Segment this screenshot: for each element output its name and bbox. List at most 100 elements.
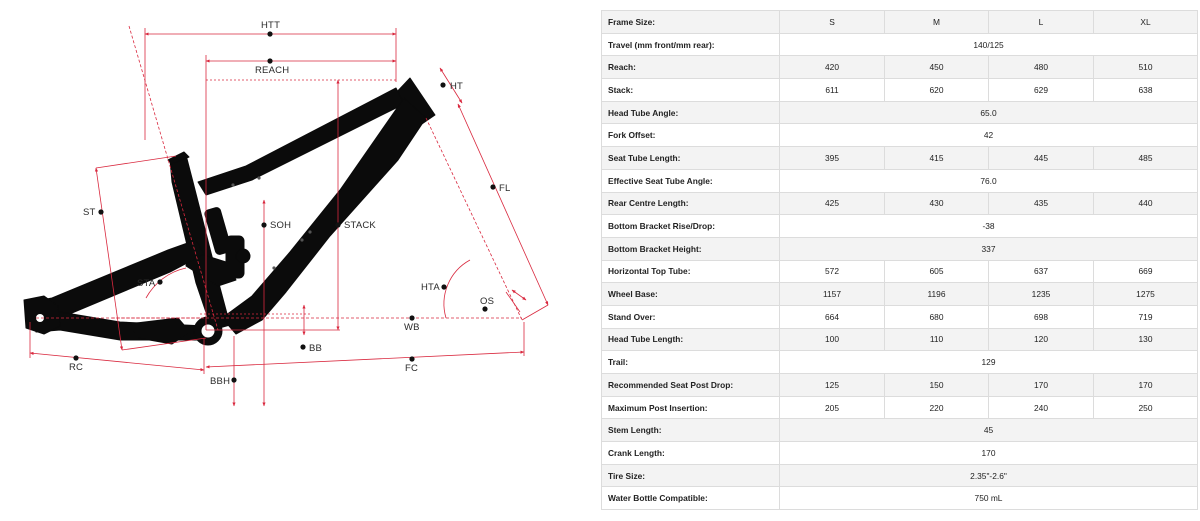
row-value-xl: 440 [1093,191,1198,216]
row-value-all-sizes: -38 [779,214,1198,238]
st-line [94,167,124,351]
row-value-all-sizes: 65.0 [779,100,1198,125]
row-label: Stem Length: [601,418,780,443]
row-value-m: 450 [884,55,989,80]
row-label: Fork Offset: [601,123,780,148]
label-stack: STACK [344,220,376,231]
row-value-m: 110 [884,327,989,352]
row-value-xl: 638 [1093,78,1198,102]
hta-arc [443,259,471,319]
size-m: M [884,10,989,34]
row-value-l: 435 [988,191,1094,216]
table-row: Fork Offset:42 [601,123,1198,148]
row-value-all-sizes: 45 [779,418,1198,443]
row-value-s: 205 [779,395,885,420]
rear-shock [204,207,232,255]
row-value-xl: 485 [1093,146,1198,170]
row-value-s: 1157 [779,282,885,306]
rc-line [29,351,205,372]
dimension-lines [29,25,549,407]
label-os: OS [480,296,494,307]
row-value-xl: 170 [1093,373,1198,397]
row-label: Head Tube Length: [601,327,780,352]
row-value-l: 120 [988,327,1094,352]
row-value-all-sizes: 2.35"-2.6" [779,463,1198,488]
ht-line [439,67,463,104]
row-value-s: 611 [779,78,885,102]
row-value-l: 637 [988,259,1094,284]
row-value-all-sizes: 750 mL [779,486,1198,511]
frame-geometry-diagram: HTT REACH HT FL ST SOH STACK STA HTA OS … [23,20,549,407]
row-value-m: 1196 [884,282,989,306]
table-row: Tire Size:2.35"-2.6" [601,463,1198,488]
label-soh: SOH [270,220,291,231]
down-tube [221,97,427,335]
label-bbh: BBH [210,376,230,387]
row-label: Effective Seat Tube Angle: [601,168,780,193]
row-value-l: 698 [988,304,1094,329]
row-label: Bottom Bracket Rise/Drop: [601,214,780,238]
row-label: Water Bottle Compatible: [601,486,780,511]
row-value-l: 240 [988,395,1094,420]
row-value-l: 445 [988,146,1094,170]
bike-frame [23,77,436,346]
row-value-s: 395 [779,146,885,170]
table-row: Effective Seat Tube Angle:76.0 [601,168,1198,193]
row-label: Stand Over: [601,304,780,329]
row-label: Bottom Bracket Height: [601,236,780,261]
label-sta: STA [137,278,156,289]
row-label: Head Tube Angle: [601,100,780,125]
label-hta: HTA [421,282,440,293]
sta-arc [145,267,187,299]
row-value-s: 572 [779,259,885,284]
table-row: Travel (mm front/mm rear):140/125 [601,32,1198,57]
fc-line [205,350,525,369]
row-label: Stack: [601,78,780,102]
table-row: Head Tube Angle:65.0 [601,100,1198,125]
geometry-table: Frame Size: S M L XL Travel (mm front/mm… [601,10,1198,511]
row-label: Travel (mm front/mm rear): [601,32,780,57]
table-row: Water Bottle Compatible:750 mL [601,486,1198,511]
row-label: Maximum Post Insertion: [601,395,780,420]
row-value-m: 415 [884,146,989,170]
row-value-all-sizes: 42 [779,123,1198,148]
row-value-s: 420 [779,55,885,80]
row-label: Tire Size: [601,463,780,488]
row-value-xl: 1275 [1093,282,1198,306]
size-s: S [779,10,885,34]
frame-size-label: Frame Size: [601,10,780,34]
row-label: Recommended Seat Post Drop: [601,373,780,397]
row-value-all-sizes: 140/125 [779,32,1198,57]
table-header-row: Frame Size: S M L XL [601,10,1198,34]
label-fc: FC [405,363,418,374]
row-value-m: 605 [884,259,989,284]
row-value-m: 680 [884,304,989,329]
seat-collar [167,151,190,165]
label-markers [73,31,496,383]
row-label: Crank Length: [601,441,780,465]
label-wb: WB [404,322,420,333]
row-value-m: 620 [884,78,989,102]
row-value-xl: 719 [1093,304,1198,329]
label-rc: RC [69,362,83,373]
row-label: Wheel Base: [601,282,780,306]
table-row: Stem Length:45 [601,418,1198,443]
row-value-s: 425 [779,191,885,216]
row-value-l: 480 [988,55,1094,80]
row-value-xl: 510 [1093,55,1198,80]
row-label: Seat Tube Length: [601,146,780,170]
row-value-xl: 669 [1093,259,1198,284]
label-reach: REACH [255,65,289,76]
row-value-m: 430 [884,191,989,216]
row-label: Trail: [601,350,780,374]
row-value-xl: 250 [1093,395,1198,420]
row-value-all-sizes: 337 [779,236,1198,261]
label-bb: BB [309,343,322,354]
